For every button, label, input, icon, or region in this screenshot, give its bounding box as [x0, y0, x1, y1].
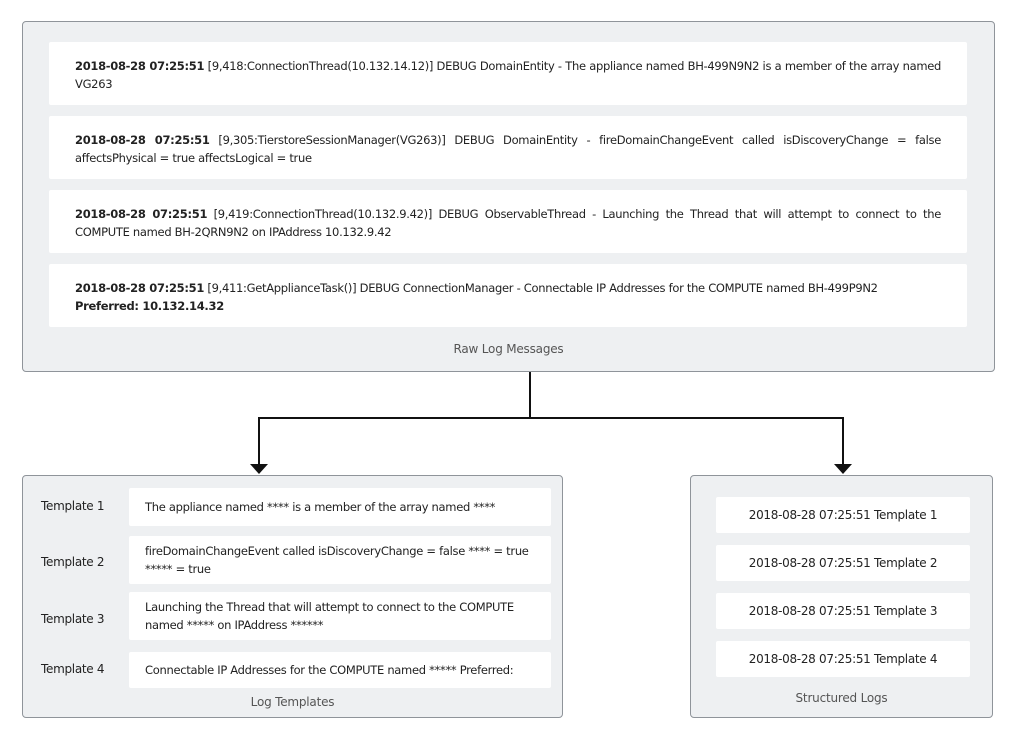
raw-log-entry: 2018-08-28 07:25:51 [9,418:ConnectionThr…: [49, 42, 967, 105]
template-label: Template 1: [41, 499, 105, 513]
log-timestamp: 2018-08-28 07:25:51: [75, 281, 205, 295]
template-text: fireDomainChangeEvent called isDiscovery…: [129, 536, 551, 584]
panel-caption: Raw Log Messages: [453, 342, 564, 356]
template-label: Template 3: [41, 612, 105, 626]
log-timestamp: 2018-08-28 07:25:51: [75, 207, 208, 221]
arrowhead-right: [834, 464, 852, 474]
structured-log-item: 2018-08-28 07:25:51 Template 1: [716, 497, 970, 533]
log-preferred-line: Preferred: 10.132.14.32: [75, 299, 224, 313]
raw-log-entry: 2018-08-28 07:25:51 [9,411:GetApplianceT…: [49, 264, 967, 327]
raw-log-entry: 2018-08-28 07:25:51 [9,419:ConnectionThr…: [49, 190, 967, 253]
panel-caption: Log Templates: [250, 695, 335, 709]
log-timestamp: 2018-08-28 07:25:51: [75, 59, 205, 73]
log-body: [9,411:GetApplianceTask()] DEBUG Connect…: [204, 281, 878, 295]
log-body: [9,418:ConnectionThread(10.132.14.12)] D…: [75, 59, 941, 91]
template-text: Launching the Thread that will attempt t…: [129, 592, 551, 640]
panel-caption: Structured Logs: [795, 691, 888, 705]
structured-log-item: 2018-08-28 07:25:51 Template 2: [716, 545, 970, 581]
connector-line: [530, 417, 844, 465]
arrowhead-left: [250, 464, 268, 474]
template-text: Connectable IP Addresses for the COMPUTE…: [129, 652, 551, 688]
log-body: [9,419:ConnectionThread(10.132.9.42)] DE…: [75, 207, 942, 239]
raw-log-entry: 2018-08-28 07:25:51 [9,305:TierstoreSess…: [49, 116, 967, 179]
log-timestamp: 2018-08-28 07:25:51: [75, 133, 210, 147]
log-templates-panel: Template 1 The appliance named **** is a…: [22, 475, 563, 718]
log-body: [9,305:TierstoreSessionManager(VG263)] D…: [75, 133, 942, 165]
structured-log-item: 2018-08-28 07:25:51 Template 3: [716, 593, 970, 629]
structured-logs-panel: 2018-08-28 07:25:51 Template 1 2018-08-2…: [690, 475, 993, 718]
template-label: Template 4: [41, 662, 105, 676]
structured-log-item: 2018-08-28 07:25:51 Template 4: [716, 641, 970, 677]
template-label: Template 2: [41, 555, 105, 569]
template-text: The appliance named **** is a member of …: [129, 488, 551, 526]
connector-line: [258, 372, 531, 465]
raw-log-messages-panel: 2018-08-28 07:25:51 [9,418:ConnectionThr…: [22, 21, 995, 372]
